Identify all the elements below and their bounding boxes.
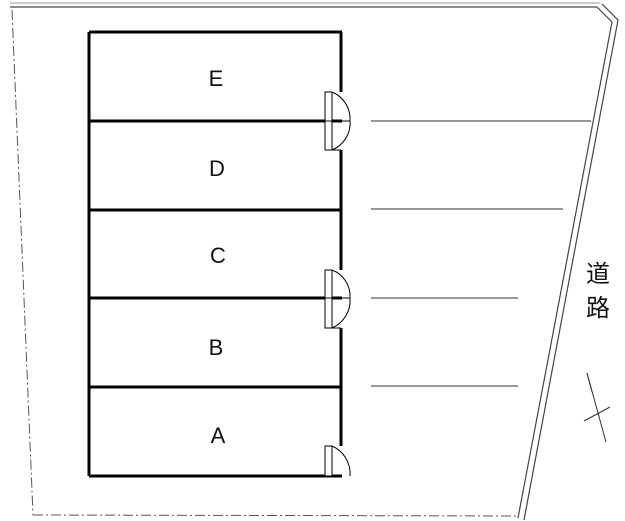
building <box>87 30 343 478</box>
door-d <box>324 120 351 151</box>
parking-lines <box>371 120 591 387</box>
north-arrow-icon <box>583 372 611 443</box>
road-edge <box>517 3 619 521</box>
door-c <box>324 269 351 299</box>
road-label-1: 道 <box>586 260 610 288</box>
door-a <box>324 445 351 477</box>
lot-boundary <box>10 2 600 517</box>
road-label-2: 路 <box>586 294 610 322</box>
unit-label-c: C <box>210 243 226 268</box>
door-e <box>324 91 351 122</box>
door-b <box>324 297 351 329</box>
unit-label-b: B <box>209 335 224 360</box>
unit-label-a: A <box>211 423 226 448</box>
unit-label-e: E <box>209 66 224 91</box>
unit-label-d: D <box>209 156 225 181</box>
